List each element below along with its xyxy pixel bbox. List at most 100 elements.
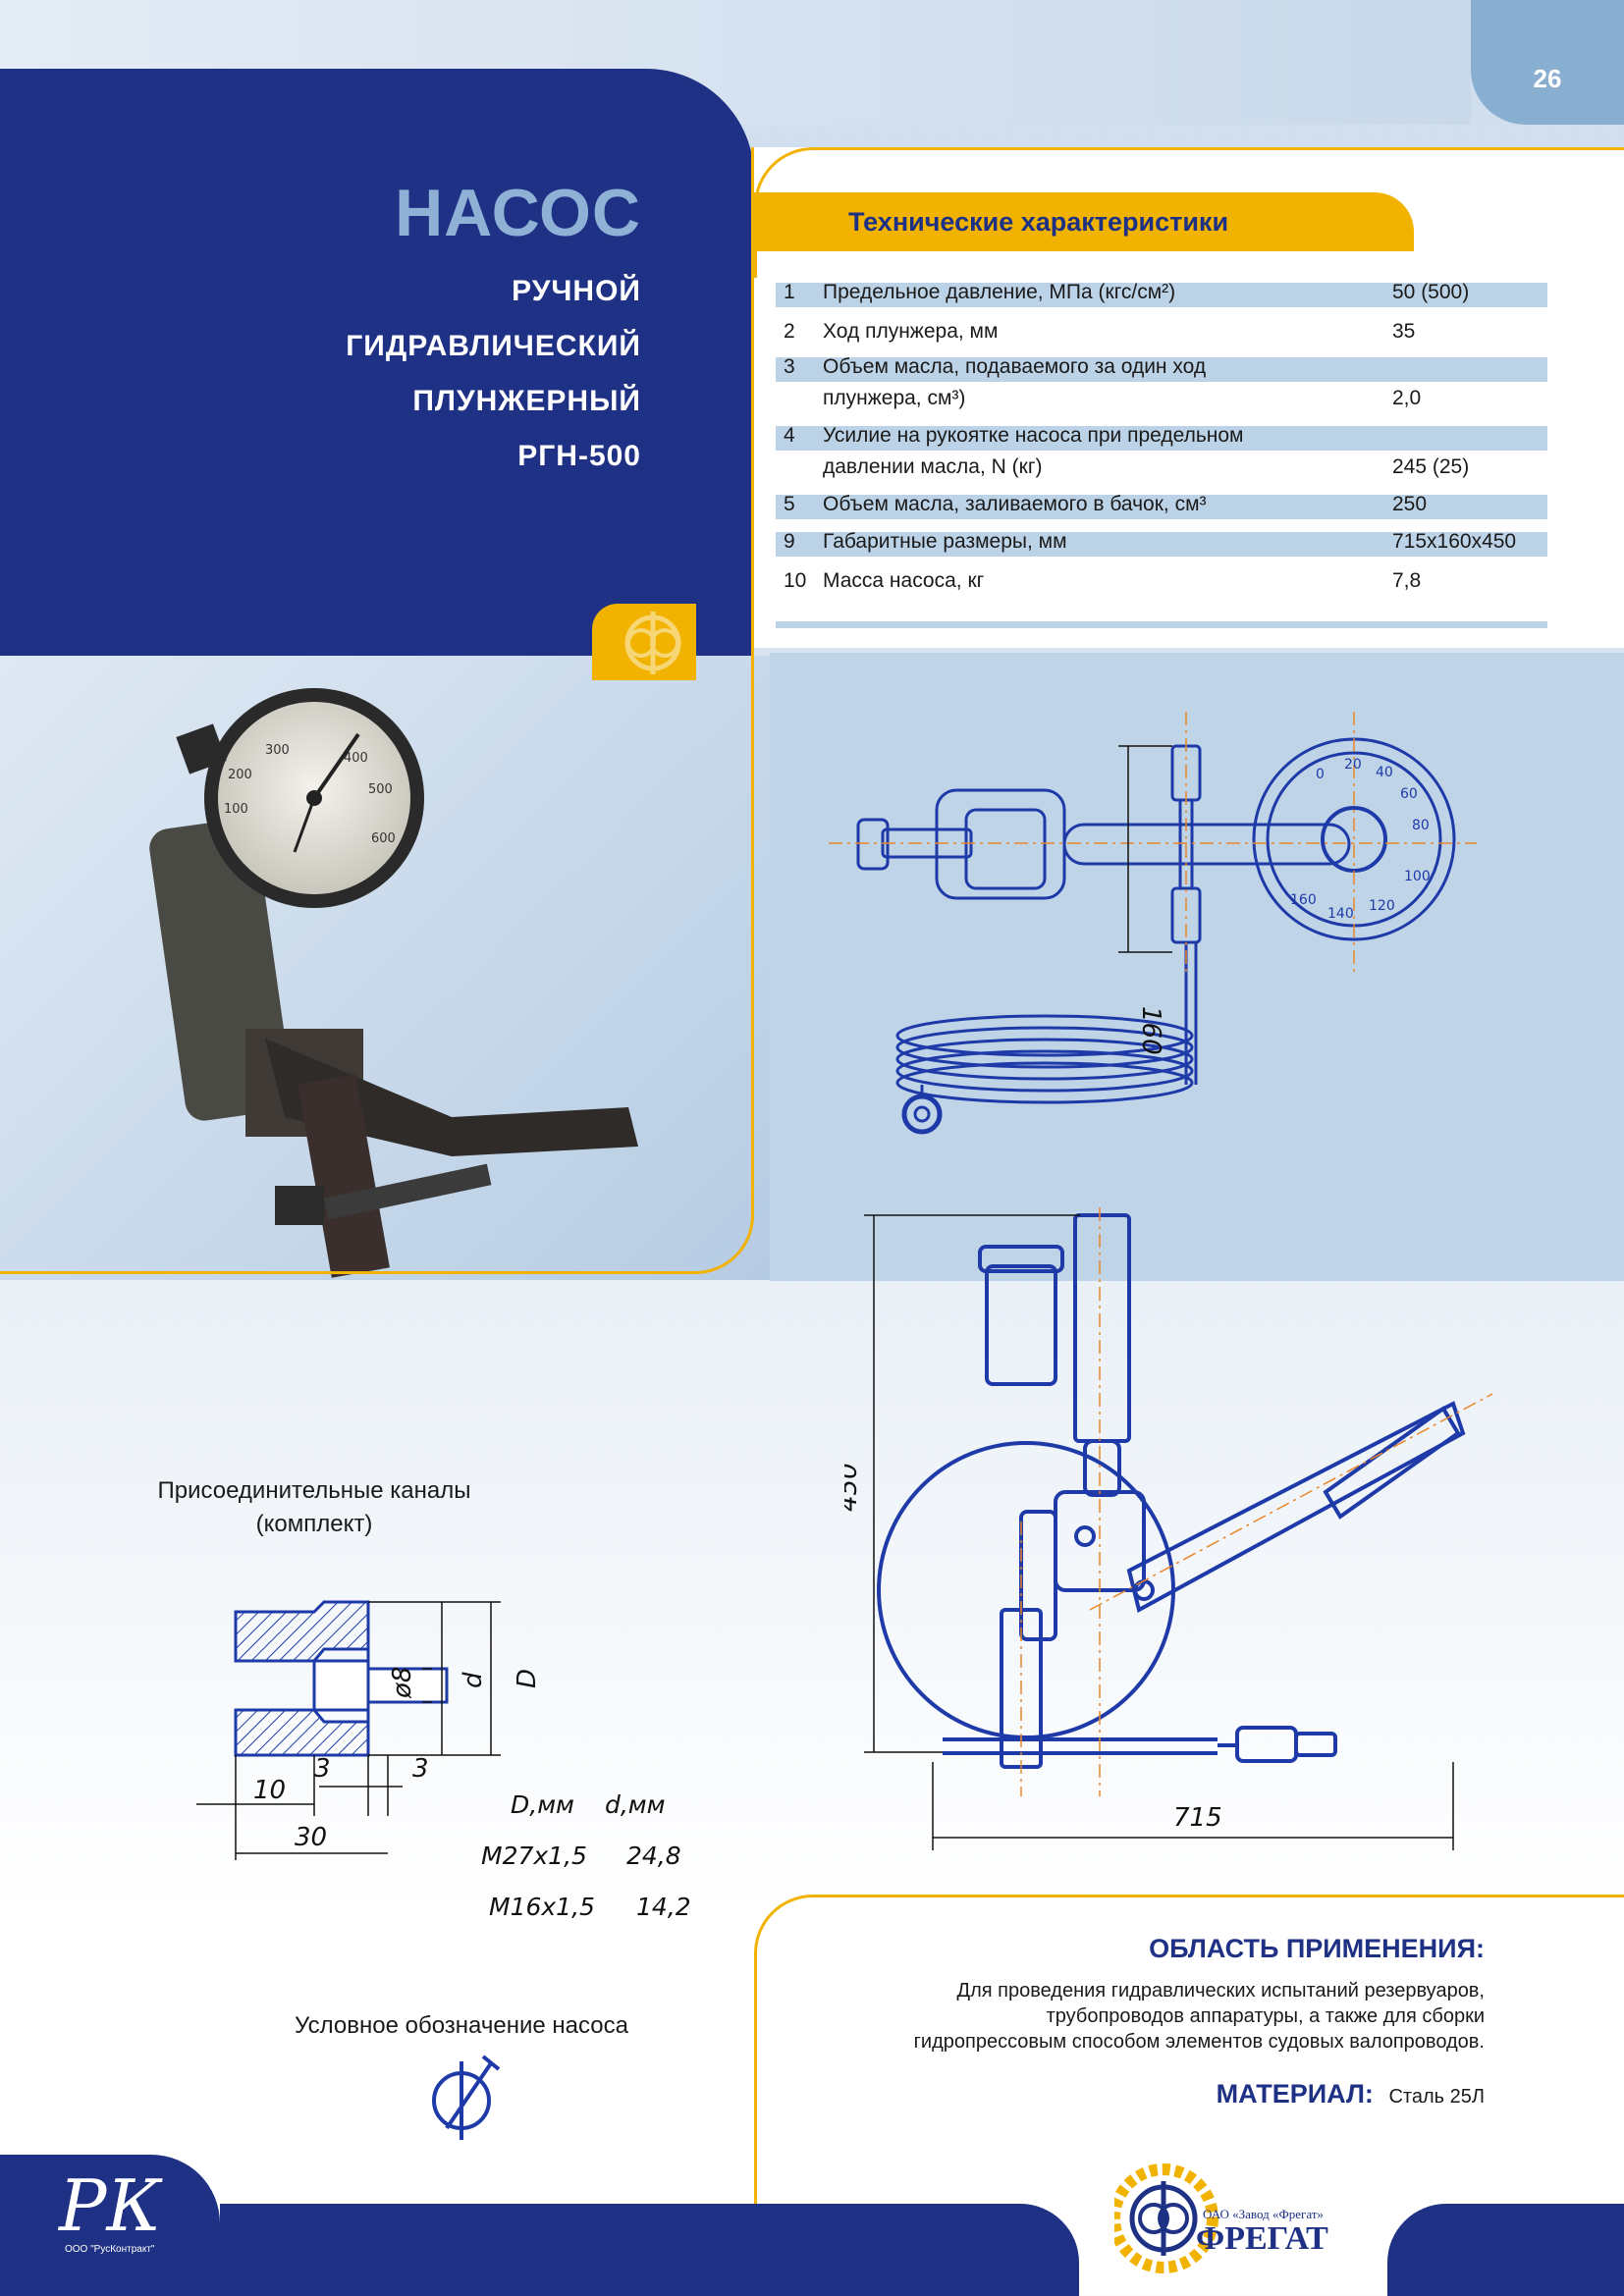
fregat-name: ФРЕГАТ	[1196, 2220, 1328, 2257]
svg-text:400: 400	[344, 751, 368, 766]
svg-text:300: 300	[265, 743, 290, 758]
product-subtitle: РУЧНОЙ ГИДРАВЛИЧЕСКИЙ ПЛУНЖЕРНЫЙ РГН-500	[0, 275, 754, 495]
svg-text:600: 600	[371, 831, 396, 846]
top-view-panel: 160 20 40 60 80 100 120 140 160 0	[770, 653, 1624, 1281]
spec-row-num: 2	[784, 320, 795, 343]
spec-row: 2 Ход плунжера, мм 35	[776, 318, 1547, 355]
spec-row-value: 245 (25)	[1392, 455, 1470, 478]
spec-row-name: Ход плунжера, мм	[823, 320, 999, 343]
page-number: 26	[1471, 0, 1624, 125]
spec-row: 1 Предельное давление, МПа (кгс/см²) 50 …	[776, 281, 1547, 318]
dim-3a: 3	[314, 1754, 331, 1784]
channel-col-header: d,мм	[604, 1790, 666, 1819]
channel-cell: M27x1,5	[481, 1842, 587, 1870]
channel-drawing: ø8 d D 3 3 10 30	[196, 1600, 542, 1860]
ruskontrakt-caption: ООО "РусКонтракт"	[65, 2244, 155, 2255]
spec-row-num: 9	[784, 530, 795, 553]
application-text-line: трубопроводов аппаратуры, а также для сб…	[1046, 2005, 1485, 2027]
dim-d8: ø8	[388, 1667, 417, 1699]
dim-30: 30	[295, 1823, 327, 1852]
footer-mid-block	[220, 2204, 1079, 2296]
subtitle-line: ГИДРАВЛИЧЕСКИЙ	[346, 330, 641, 362]
gauge-mark: 140	[1327, 906, 1354, 922]
channels-caption: Присоединительные каналы (комплект)	[137, 1474, 491, 1541]
spec-row: 3 Объем масла, подаваемого за один ход п…	[776, 355, 1547, 424]
spec-row-value: 250	[1392, 493, 1428, 515]
subtitle-line: РУЧНОЙ	[512, 275, 641, 307]
footer-right-block	[1387, 2204, 1624, 2296]
spec-row-name-cont: плунжера, см³)	[823, 387, 966, 409]
channel-cell: 24,8	[625, 1842, 681, 1870]
gauge-mark: 100	[1404, 869, 1431, 884]
spec-row-num: 5	[784, 493, 795, 515]
photo-frame	[0, 147, 754, 1274]
channels-caption-line: Присоединительные каналы	[157, 1477, 471, 1504]
channel-table-row: M27x1,5 24,8	[481, 1842, 707, 1893]
application-text-line: гидропрессовым способом элементов судовы…	[913, 2031, 1485, 2053]
spec-row: 5 Объем масла, заливаемого в бачок, см³ …	[776, 493, 1547, 530]
product-title: НАСОС	[395, 176, 641, 250]
subtitle-line: РГН-500	[517, 440, 641, 472]
channels-caption-line: (комплект)	[255, 1511, 373, 1537]
spec-row-name: Предельное давление, МПа (кгс/см²)	[823, 281, 1176, 303]
fregat-emblem-icon	[1114, 2163, 1218, 2273]
spec-row-name: Усилие на рукоятке насоса при предельном	[823, 424, 1244, 447]
title-panel: НАСОС РУЧНОЙ ГИДРАВЛИЧЕСКИЙ ПЛУНЖЕРНЫЙ Р…	[0, 69, 754, 656]
spec-row: 4 Усилие на рукоятке насоса при предельн…	[776, 424, 1547, 493]
gauge-mark: 40	[1376, 765, 1393, 780]
spec-row-num: 4	[784, 424, 795, 447]
side-view-drawing: 450 715	[844, 1207, 1493, 1850]
spec-row-value: 50 (500)	[1392, 281, 1470, 303]
spec-row-value: 7,8	[1392, 569, 1422, 592]
subtitle-line: ПЛУНЖЕРНЫЙ	[412, 385, 641, 417]
gauge-mark: 80	[1412, 818, 1430, 833]
material-line: МАТЕРИАЛ: Сталь 25Л	[1217, 2079, 1485, 2109]
application-frame	[754, 1895, 1624, 2212]
svg-text:100: 100	[224, 802, 248, 817]
svg-text:200: 200	[228, 768, 252, 782]
channel-cell: 14,2	[635, 1893, 691, 1921]
application-text: Для проведения гидравлических испытаний …	[778, 1978, 1485, 2055]
application-title: ОБЛАСТЬ ПРИМЕНЕНИЯ:	[1149, 1934, 1485, 1963]
frigate-logo-tile	[592, 604, 696, 680]
spec-row-name-cont: давлении масла, N (кг)	[823, 455, 1043, 478]
gauge-mark: 0	[1316, 767, 1325, 782]
spec-row-num: 10	[784, 569, 807, 592]
spec-row: 9 Габаритные размеры, мм 715x160x450	[776, 530, 1547, 567]
spec-bottom-rule	[776, 621, 1547, 628]
ruskontrakt-logo: РК	[59, 2164, 162, 2247]
channel-col-header: D,мм	[511, 1790, 574, 1819]
dim-3b: 3	[412, 1754, 429, 1784]
spec-row-name: Масса насоса, кг	[823, 569, 985, 592]
dim-715: 715	[1173, 1803, 1222, 1833]
footer-left-block	[0, 2155, 220, 2296]
spec-row: 10 Масса насоса, кг 7,8	[776, 567, 1547, 605]
channel-table-header: D,мм d,мм	[481, 1790, 707, 1842]
spec-header: Технические характеристики	[754, 192, 1414, 251]
dim-450: 450	[844, 1463, 863, 1512]
channel-table: D,мм d,мм M27x1,5 24,8 M16x1,5 14,2	[481, 1790, 707, 1944]
gauge-mark: 120	[1369, 898, 1395, 914]
svg-text:500: 500	[368, 782, 393, 797]
dim-d: d	[459, 1672, 488, 1688]
spec-row-name: Объем масла, подаваемого за один ход	[823, 355, 1207, 378]
channel-table-row: M16x1,5 14,2	[481, 1893, 707, 1944]
spec-row-num: 1	[784, 281, 795, 303]
gauge-mark: 60	[1400, 786, 1418, 802]
gauge-mark: 160	[1290, 892, 1317, 908]
spec-table: 1 Предельное давление, МПа (кгс/см²) 50 …	[776, 281, 1547, 605]
gauge-mark: 20	[1344, 757, 1362, 773]
dim-10: 10	[253, 1776, 286, 1805]
fregat-company: ОАО «Завод «Фрегат»	[1203, 2207, 1324, 2221]
spec-row-value: 35	[1392, 320, 1416, 343]
pump-symbol-icon	[432, 2055, 501, 2140]
material-value: Сталь 25Л	[1388, 2086, 1485, 2108]
photo-area: 300 400 200 500 100 600	[0, 656, 770, 1280]
dim-D: D	[513, 1669, 542, 1688]
spec-row-num: 3	[784, 355, 795, 378]
channel-cell: M16x1,5	[489, 1893, 595, 1921]
spec-row-value: 715x160x450	[1392, 530, 1517, 553]
spec-row-name: Объем масла, заливаемого в бачок, см³	[823, 493, 1207, 515]
pump-photo: 300 400 200 500 100 600	[149, 688, 638, 1278]
dim-160: 160	[1136, 1006, 1165, 1055]
